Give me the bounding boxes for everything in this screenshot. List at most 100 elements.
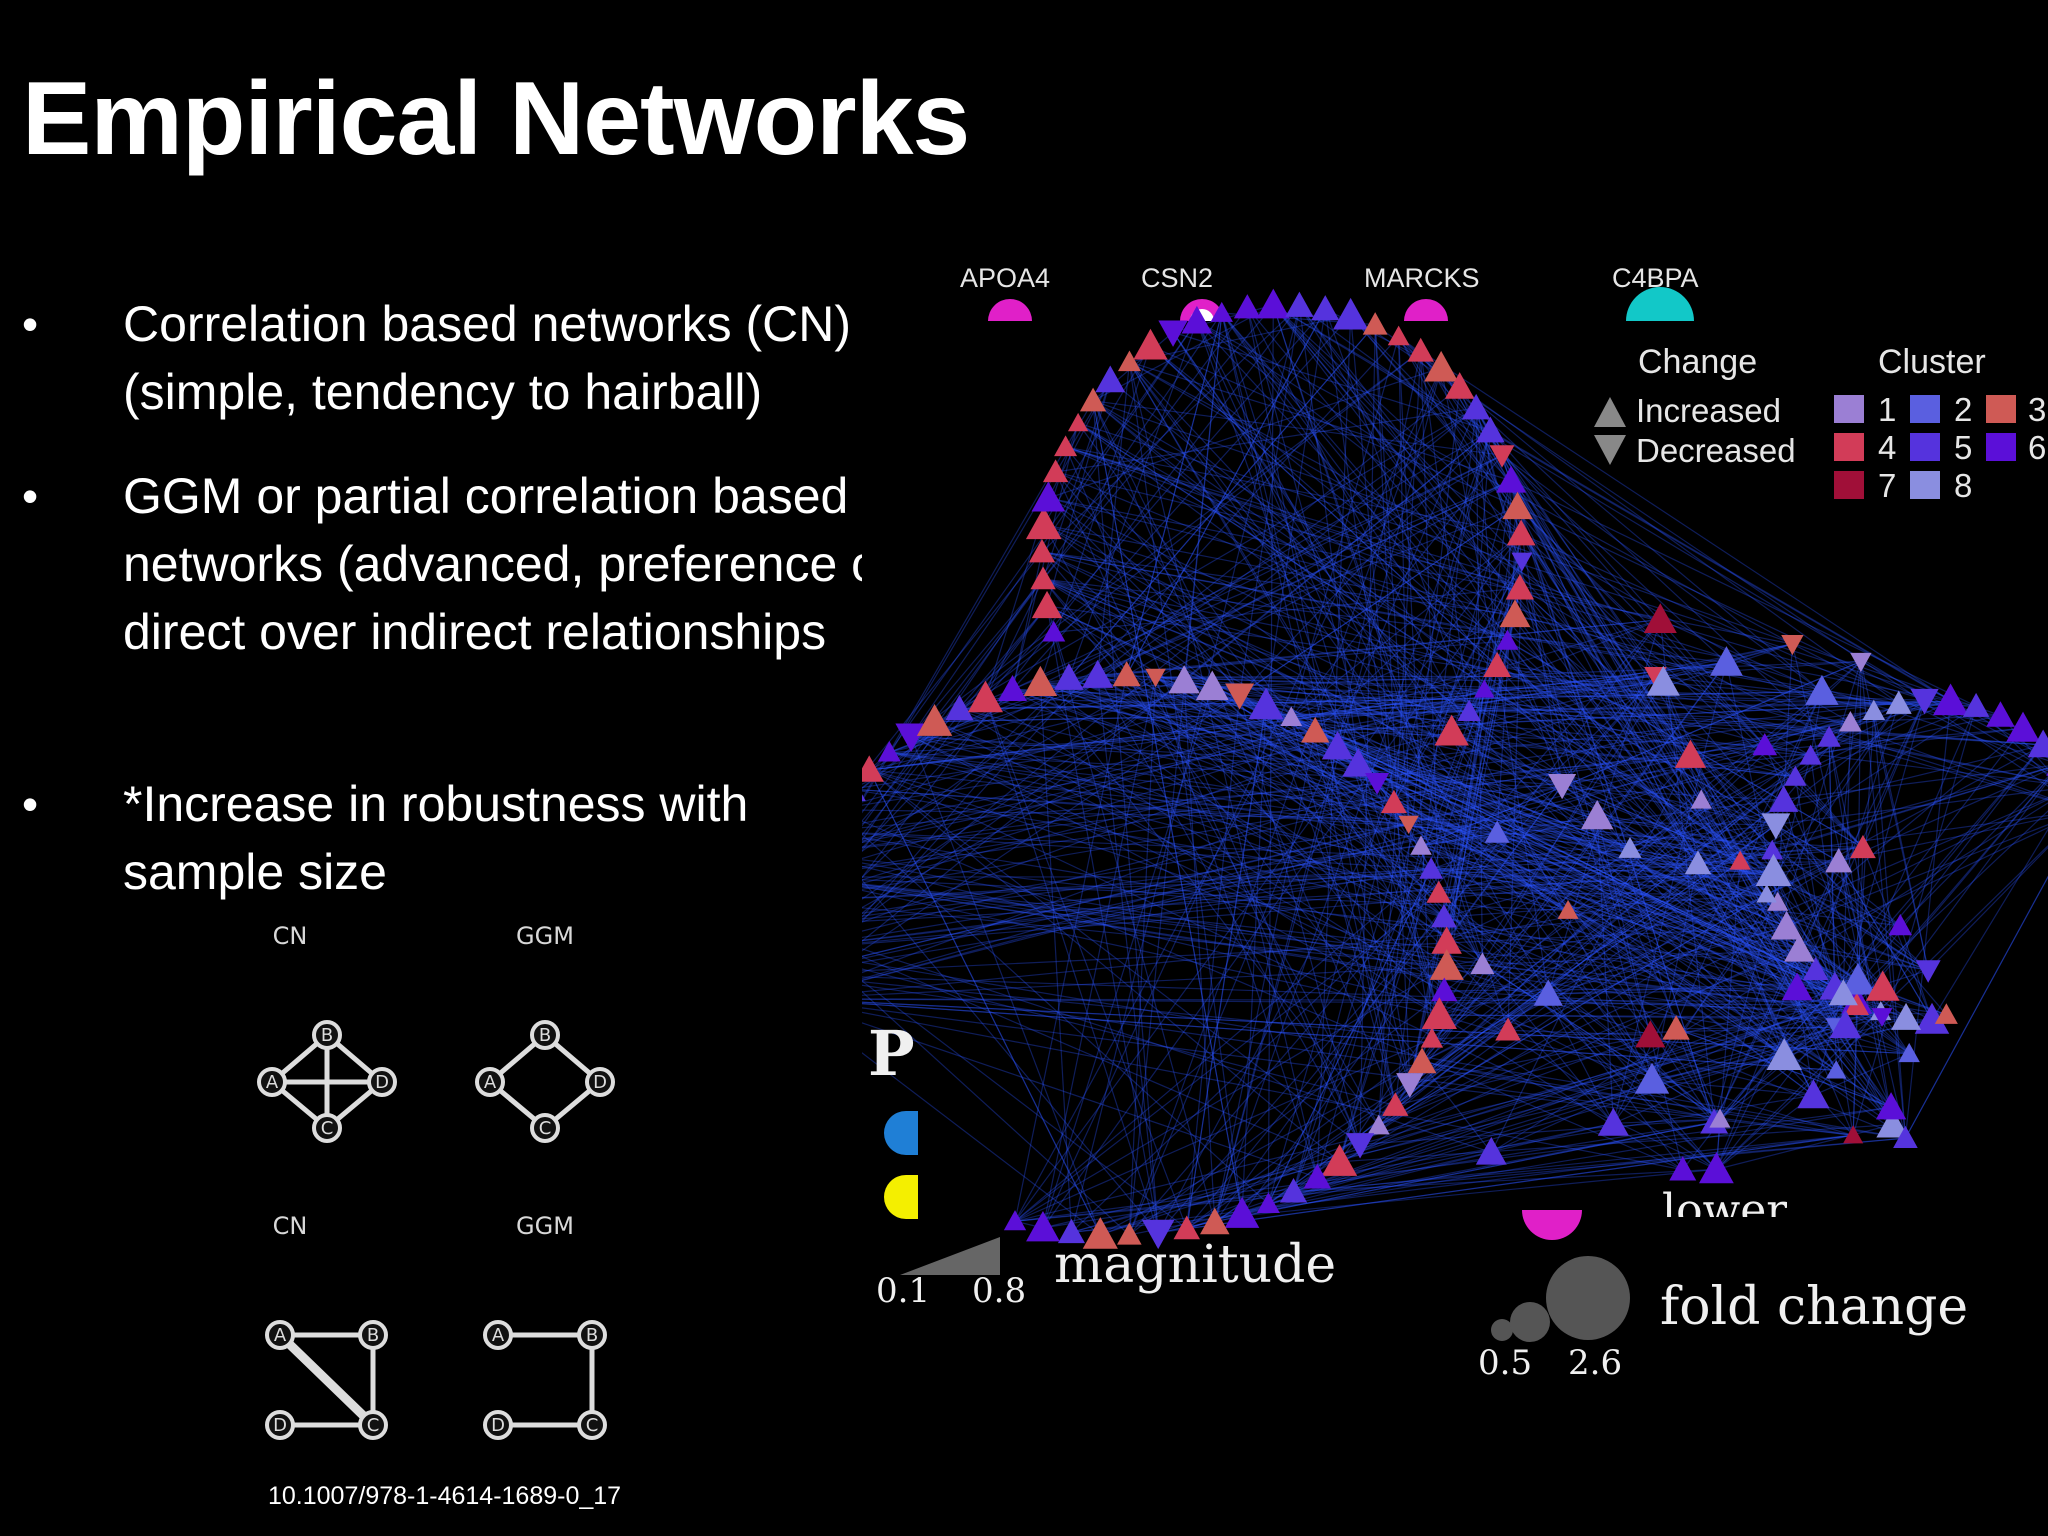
network-edge (1439, 1014, 1907, 1019)
network-edge (1097, 361, 1131, 676)
network-node-increased (1410, 835, 1432, 855)
network-edge (1420, 845, 1881, 1013)
network-edge (1409, 1083, 1854, 1136)
network-node-increased (1429, 949, 1464, 980)
network-edge (1394, 799, 1785, 1106)
network-edge (862, 605, 1048, 836)
network-edge (1337, 746, 1906, 1139)
network-edge (1507, 640, 1884, 988)
network-edge (984, 698, 1159, 1233)
network-edge (1298, 305, 1359, 765)
network-edge (1042, 578, 1800, 951)
network-edge (1719, 661, 1862, 1120)
network-edge (1651, 691, 1823, 1081)
network-edge (1041, 551, 1422, 847)
network-edge (1378, 798, 2048, 1127)
network-node-increased (1256, 288, 1290, 319)
network-edge (862, 619, 1661, 860)
network-edge (1092, 400, 1241, 696)
network-node-decreased (1781, 635, 1804, 656)
edge-layer (862, 304, 2048, 1236)
network-node-decreased (1398, 815, 1419, 835)
network-edge (1068, 321, 1198, 679)
network-node-increased (1475, 1136, 1507, 1165)
network-edge (959, 708, 1892, 1108)
network-node-decreased (1396, 1073, 1424, 1098)
network-node-decreased (1915, 960, 1941, 983)
network-edge (1508, 1029, 1651, 1036)
network-edge (1041, 305, 1300, 553)
network-edge (1298, 305, 1892, 1108)
network-edge (1496, 665, 1549, 995)
svg-text:B: B (367, 1325, 379, 1346)
network-edge (1241, 705, 1267, 1215)
network-edge (1039, 682, 1073, 1233)
magnitude-min: 0.1 (876, 1271, 931, 1311)
network-node-increased (1285, 291, 1314, 317)
network-edge (1904, 875, 2048, 1139)
network-edge (1713, 986, 1836, 1123)
fold-change-circles (1491, 1256, 1630, 1342)
network-edge (1239, 430, 1491, 696)
network-edge (862, 886, 1910, 1055)
network-edge (869, 686, 1213, 771)
network-node-increased (1362, 312, 1388, 335)
network-edge (1510, 480, 1523, 562)
network-edge (862, 907, 1447, 967)
network-edge (1186, 986, 1883, 1230)
network-edge (1813, 1053, 1910, 1096)
network-edge (1596, 815, 1906, 1139)
network-edge (1484, 681, 1664, 691)
network-edge (1497, 832, 1839, 863)
network-edge (1092, 400, 1243, 1215)
network-edge (862, 990, 1130, 1236)
network-edge (1211, 686, 1409, 825)
network-node-increased (1474, 679, 1495, 698)
network-edge (862, 688, 1013, 849)
network-edge (1183, 680, 1216, 1223)
yellow-circle-partial (884, 1175, 918, 1219)
network-edge (862, 1011, 1683, 1171)
network-edge (1241, 1106, 1892, 1215)
network-edge (1374, 324, 1411, 1085)
network-edge (1042, 380, 1111, 580)
network-edge (1567, 767, 2048, 912)
network-edge (1012, 480, 1512, 690)
network-edge (1012, 315, 1352, 690)
network-edge (1810, 755, 1844, 994)
network-edge (1421, 776, 1796, 1063)
network-edge (1398, 336, 1830, 738)
network-node-increased (1457, 699, 1481, 721)
network-edge (1766, 744, 2044, 895)
network-edge (1041, 551, 1631, 850)
svg-text:D: D (491, 1415, 505, 1436)
network-edge (1828, 737, 1884, 988)
network-node-increased (1709, 646, 1743, 676)
network-edge (1393, 587, 1521, 804)
svg-text:D: D (273, 1415, 287, 1436)
network-edge (1291, 716, 1836, 988)
network-edge (1158, 1134, 1854, 1234)
network-edge (1394, 699, 1925, 1106)
network-edge (1047, 497, 1785, 1057)
svg-text:C: C (586, 1415, 599, 1436)
svg-text:A: A (274, 1325, 287, 1346)
network-edge (1662, 682, 1785, 1057)
network-edge (1014, 1134, 1854, 1222)
network-edge (1766, 769, 2048, 895)
network-node-increased (1419, 857, 1444, 879)
network-edge (1293, 1137, 1906, 1193)
network-edge (1040, 682, 1811, 757)
network-edge (1431, 868, 1787, 928)
network-node-increased (862, 794, 866, 802)
network-edge (1290, 533, 1522, 718)
network-edge (1065, 446, 1522, 535)
network-edge (1043, 524, 1380, 1126)
network-edge (869, 769, 1445, 918)
network-edge (1211, 686, 1445, 918)
network-edge (1128, 619, 1661, 1236)
network-edge (1629, 699, 1925, 850)
blue-circle-partial (884, 1111, 918, 1155)
network-node-increased (967, 680, 1004, 713)
increased-triangle-icon (1594, 397, 1626, 427)
